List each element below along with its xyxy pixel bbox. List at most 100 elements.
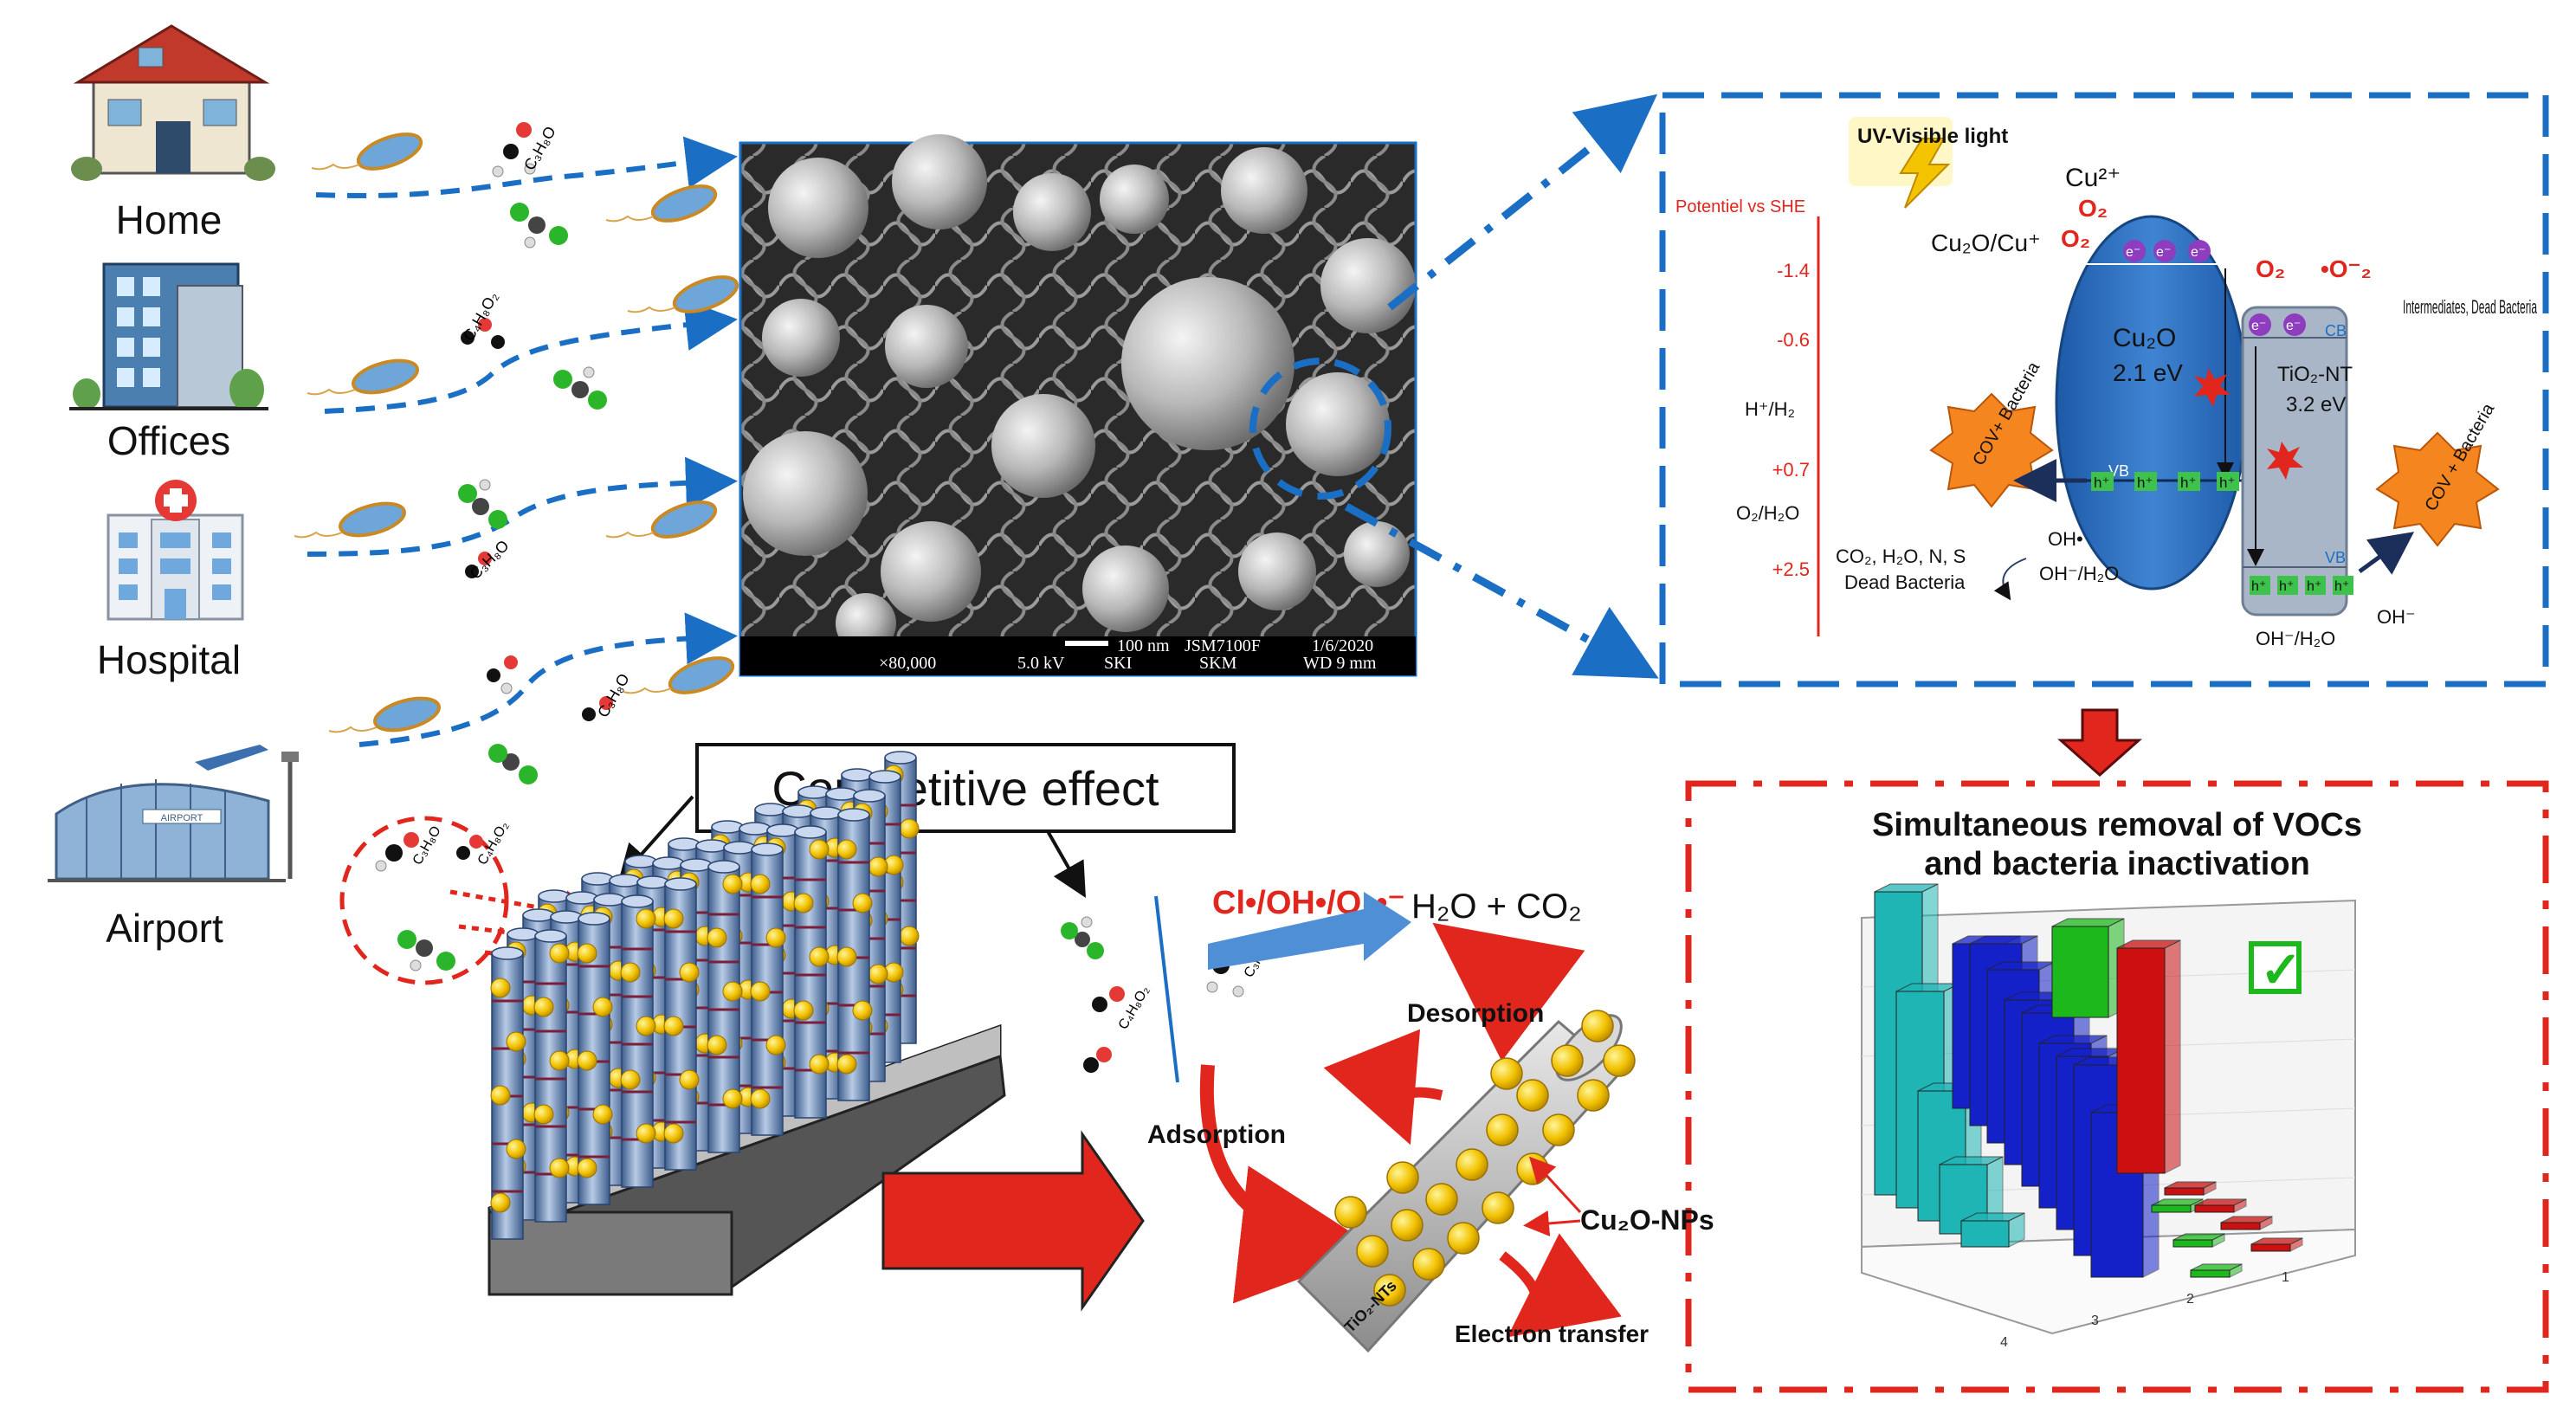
svg-text:h⁺: h⁺	[2219, 474, 2235, 491]
products-label-2: Dead Bacteria	[1844, 571, 1966, 593]
chart-bar	[2190, 1263, 2243, 1278]
axis-title: Potentiel vs SHE	[1675, 197, 1805, 216]
nanotube	[750, 842, 786, 1136]
gold-nanoparticle	[636, 908, 656, 929]
voc-molecules: C₃H₈O C₄H₈O₂ C₃H₈O C₃H₈O	[458, 122, 633, 784]
bacterium-icon	[627, 275, 739, 313]
mechanism-section: C₄H₈O₂ C₃H₈O Cl•/OH•/O₂•⁻ H₂O + CO₂ Deso…	[1061, 885, 1714, 1353]
result-panel: Simultaneous removal of VOCs and bacteri…	[1685, 780, 2549, 1393]
nanotube	[836, 808, 873, 1101]
sem-instrument: JSM7100F	[1185, 636, 1261, 655]
molecule-icon	[456, 835, 483, 860]
cu2o-nanoparticle	[1551, 1044, 1584, 1077]
nanotube-array	[490, 751, 920, 1240]
electron-transfer-label: Electron transfer	[1455, 1320, 1649, 1347]
gold-nanoparticle	[765, 927, 786, 948]
gold-nanoparticle	[490, 1192, 511, 1213]
oh-pair-label-2: OH⁻/H₂O	[2256, 628, 2335, 649]
vb-label: VB	[2108, 462, 2129, 480]
svg-text:e⁻: e⁻	[2286, 319, 2301, 333]
result-title-2: and bacteria inactivation	[1924, 846, 2310, 882]
intermediates-label: Intermediates, Dead Bacteria	[2403, 296, 2537, 318]
cu2o-nanoparticle	[1412, 1248, 1445, 1281]
cu2o-nanoparticle	[1334, 1196, 1367, 1229]
gold-nanoparticle	[722, 1088, 743, 1109]
uv-label: UV-Visible light	[1857, 125, 2008, 148]
molecule-icon	[461, 318, 505, 349]
cov-star-right	[2375, 431, 2500, 547]
cu2o-nanoparticle	[1516, 1079, 1549, 1112]
cu2o-nanoparticle	[1386, 1161, 1419, 1194]
cu2plus-label: Cu²⁺	[2065, 164, 2121, 192]
gold-nanoparticle	[750, 981, 771, 1002]
gold-nanoparticle	[490, 978, 511, 998]
gold-nanoparticle	[679, 1069, 700, 1090]
gold-nanoparticle	[663, 1123, 684, 1144]
svg-text:h⁺: h⁺	[2307, 579, 2321, 594]
gold-nanoparticle	[663, 908, 684, 929]
molecule-formula: C₄H₈O₂	[460, 288, 501, 344]
result-title-1: Simultaneous removal of VOCs	[1872, 807, 2362, 843]
o2-left-label: O₂	[2061, 225, 2090, 252]
chart-bar	[2172, 1233, 2225, 1248]
gold-nanoparticle	[592, 1104, 613, 1125]
chart-bar	[1960, 1212, 2025, 1248]
products-label-1: CO₂, H₂O, N, S	[1836, 545, 1966, 567]
pollutant-flows	[307, 136, 738, 747]
zoom-circle	[1249, 358, 1391, 500]
svg-text:h⁺: h⁺	[2334, 579, 2349, 594]
svg-text:h⁺: h⁺	[2137, 474, 2153, 491]
chart-bar	[2220, 1216, 2273, 1230]
gold-nanoparticle	[636, 1123, 656, 1144]
right-arrow-icon	[881, 1130, 1145, 1312]
nanotube	[577, 912, 613, 1205]
check-box-icon	[2249, 941, 2302, 994]
molecule-formula: C₃H₈O	[467, 537, 513, 583]
location-label-home: Home	[116, 197, 223, 242]
cu2o-nanoparticle	[1486, 1113, 1519, 1146]
molecule-icon	[465, 552, 492, 578]
gold-nanoparticle	[549, 1158, 570, 1178]
sem-operator: SKM	[1199, 654, 1237, 673]
gold-nanoparticle	[679, 962, 700, 983]
gold-nanoparticle	[899, 926, 920, 946]
down-arrow-icon	[2057, 708, 2142, 778]
cu2o-nanoparticles	[1334, 1010, 1636, 1307]
sem-magnification: ×80,000	[879, 654, 936, 673]
gold-nanoparticle	[620, 1069, 641, 1090]
molecule-icon	[1083, 986, 1125, 1073]
gold-nanoparticle	[809, 946, 830, 967]
products-label: H₂O + CO₂	[1411, 888, 1582, 926]
gold-nanoparticle	[836, 946, 857, 967]
nanotube	[663, 877, 700, 1171]
cu2o-nanoparticle	[1456, 1148, 1488, 1181]
svg-text:AIRPORT: AIRPORT	[161, 813, 203, 823]
tick-label: 1	[2282, 1270, 2289, 1285]
tick-label: -0.6	[1777, 329, 1810, 351]
cb-label: CB	[2065, 246, 2087, 263]
cu2o-band-ellipse	[2055, 215, 2249, 591]
gold-nanoparticle	[506, 1139, 526, 1159]
oh-minus-label: OH⁻	[2377, 606, 2416, 628]
tick-label: 2	[2186, 1292, 2194, 1307]
flow-arrow-home	[315, 136, 738, 198]
oh-radical-label: OH•	[2048, 528, 2083, 550]
gold-nanoparticle	[750, 1088, 771, 1109]
chart-bar	[2194, 1198, 2247, 1213]
cu2o-nanoparticle	[1425, 1183, 1458, 1216]
tio2-gap: 3.2 eV	[2286, 393, 2346, 416]
svg-text:e⁻: e⁻	[2156, 245, 2171, 260]
cu2o-nanoparticle	[1490, 1057, 1523, 1090]
gold-nanoparticle	[707, 1035, 727, 1055]
sem-particles	[743, 134, 1416, 654]
chart-bar	[2116, 939, 2181, 1174]
bacterium-icon	[311, 132, 423, 171]
bar-chart-3d: 1 2 3 4	[1861, 883, 2356, 1350]
bacteria-cells	[294, 132, 739, 733]
electron-group: e⁻ e⁻ e⁻	[2123, 240, 2211, 262]
nps-label: Cu₂O-NPs	[1580, 1204, 1714, 1236]
svg-text:e⁻: e⁻	[2251, 319, 2266, 333]
svg-text:h⁺: h⁺	[2180, 474, 2196, 491]
gold-nanoparticle	[636, 1016, 656, 1036]
sem-wd: WD 9 mm	[1303, 654, 1377, 673]
